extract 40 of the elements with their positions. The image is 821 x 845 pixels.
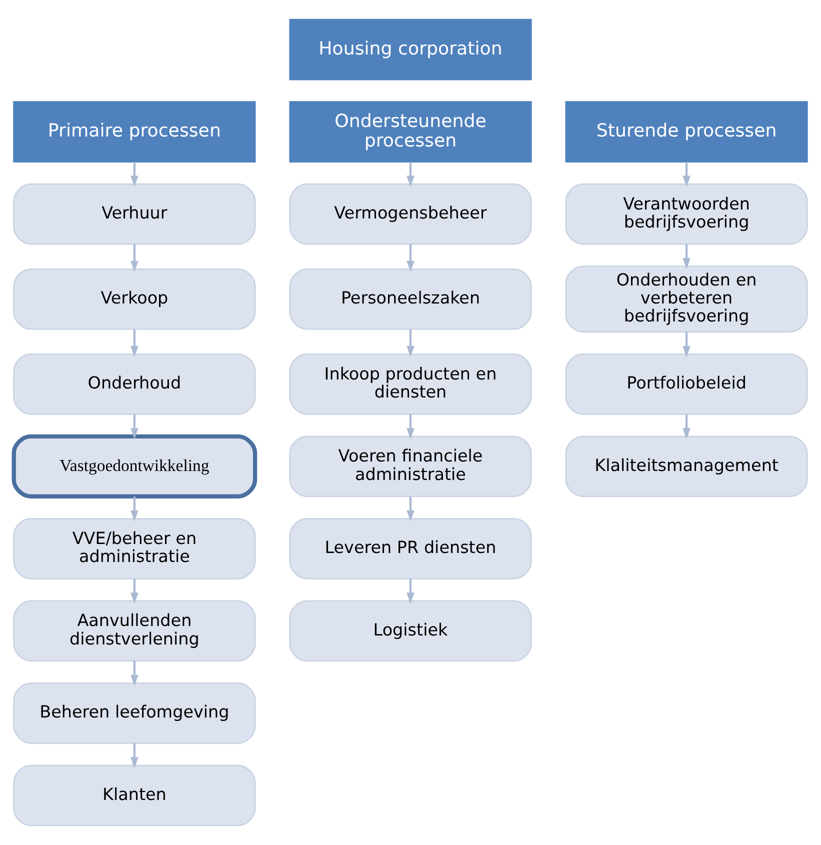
node-box: VVE/beheer en administratie <box>13 518 256 580</box>
node-box: Leveren PR diensten <box>289 518 532 580</box>
node-box: Verhuur <box>13 183 256 245</box>
arrow <box>406 329 414 358</box>
arrow <box>406 414 414 440</box>
node-box: Ondersteunende processen <box>289 101 532 162</box>
node-box: Personeelszaken <box>289 268 532 330</box>
arrow <box>406 578 414 604</box>
arrow <box>682 162 690 187</box>
arrow <box>130 661 138 686</box>
arrow <box>130 244 138 272</box>
arrow <box>406 162 414 187</box>
arrow <box>406 496 414 522</box>
arrow <box>130 743 138 768</box>
node-box: Vastgoedontwikkeling <box>12 434 258 498</box>
node-box: Vermogensbeheer <box>289 183 532 245</box>
node-box: Housing corporation <box>289 18 532 80</box>
node-box: Sturende processen <box>565 101 808 162</box>
arrow <box>682 244 690 270</box>
node-box: Verkoop <box>13 268 256 330</box>
arrow <box>130 329 138 358</box>
node-box: Portfoliobeleid <box>565 353 808 415</box>
node-box: Aanvullenden dienstverlening <box>13 600 256 662</box>
node-box: Onderhoud <box>13 353 256 415</box>
arrow <box>682 414 690 440</box>
arrow <box>130 414 138 440</box>
arrow <box>406 244 414 272</box>
node-box: Klanten <box>13 764 256 826</box>
node-box: Verantwoorden bedrijfsvoering <box>565 183 808 245</box>
node-box: Inkoop producten en diensten <box>289 353 532 415</box>
node-box: Klaliteitsmanagement <box>565 436 808 498</box>
arrow <box>682 332 690 358</box>
arrow <box>130 496 138 522</box>
node-box: Logistiek <box>289 600 532 662</box>
arrow <box>130 578 138 604</box>
node-box: Onderhouden en verbeteren bedrijfsvoering <box>565 266 808 333</box>
node-box: Voeren financiele administratie <box>289 436 532 498</box>
arrow <box>130 162 138 187</box>
node-box: Primaire processen <box>13 101 256 162</box>
node-box: Beheren leefomgeving <box>13 682 256 744</box>
